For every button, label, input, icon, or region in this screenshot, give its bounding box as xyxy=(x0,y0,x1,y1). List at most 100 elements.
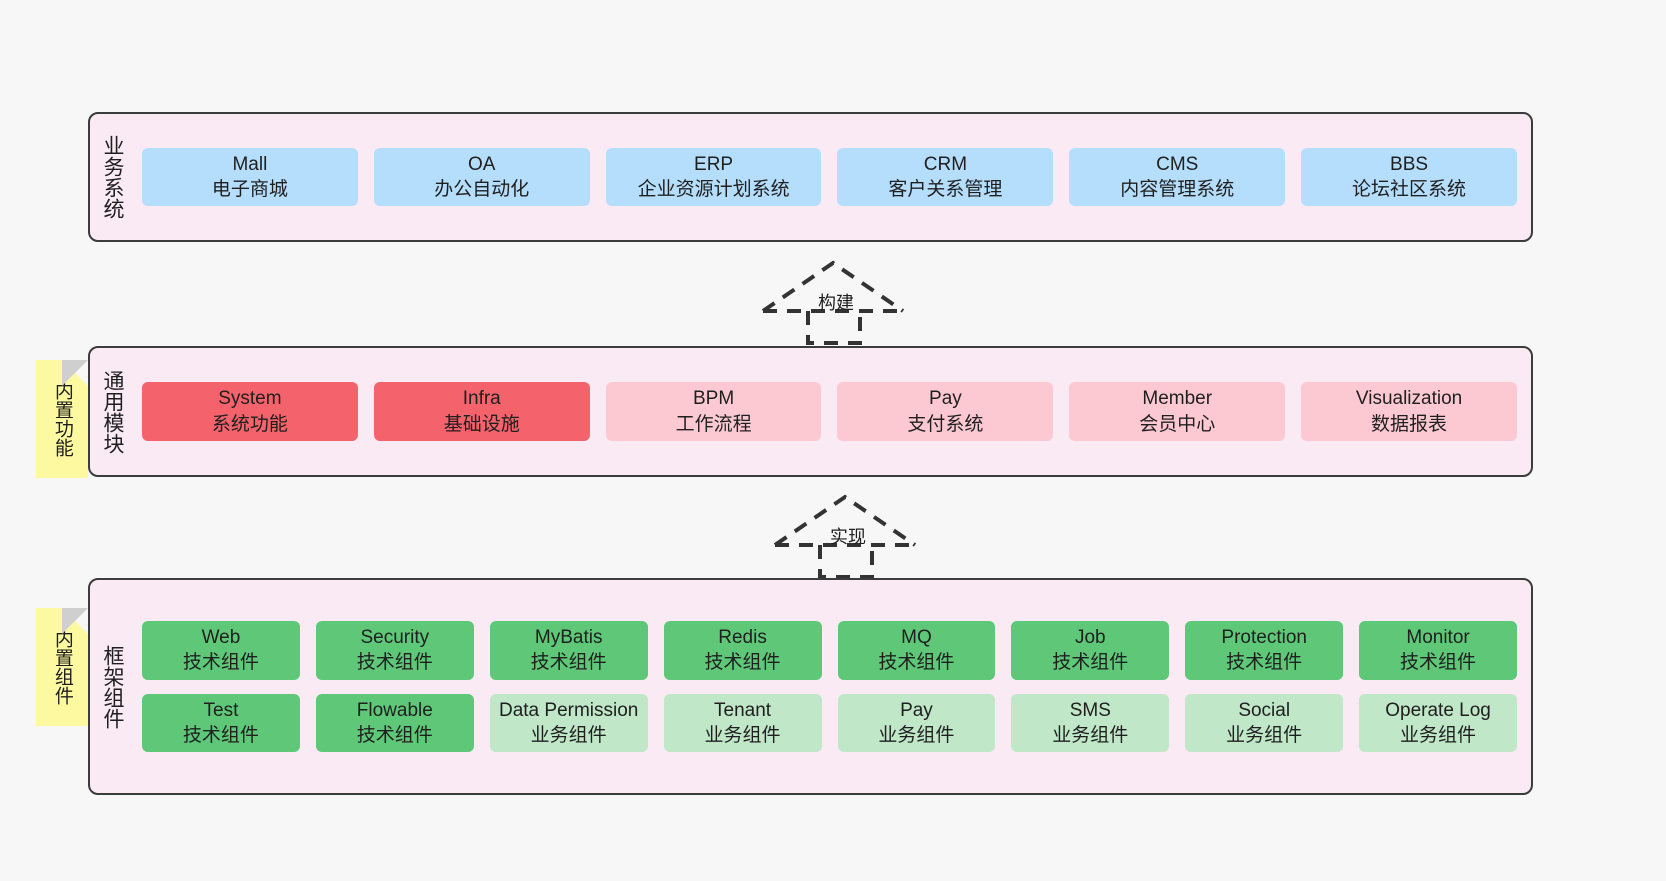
node-pay-component-cn: 业务组件 xyxy=(878,724,955,746)
node-sms-en: SMS xyxy=(1069,699,1111,721)
node-operate-log[interactable]: Operate Log 业务组件 xyxy=(1359,693,1517,752)
node-protection-cn: 技术组件 xyxy=(1226,652,1303,674)
node-security-en: Security xyxy=(360,627,430,649)
node-system-en: System xyxy=(218,388,282,410)
node-tenant-en: Tenant xyxy=(714,699,772,721)
layer-common-module-body: System 系统功能 Infra 基础设施 BPM 工作流程 Pay 支付系统… xyxy=(134,348,1531,475)
node-sms[interactable]: SMS 业务组件 xyxy=(1011,693,1170,752)
node-cms[interactable]: CMS 内容管理系统 xyxy=(1069,147,1286,207)
node-operate-log-cn: 业务组件 xyxy=(1400,724,1477,746)
node-security[interactable]: Security 技术组件 xyxy=(315,621,474,680)
node-mybatis-en: MyBatis xyxy=(534,627,603,649)
node-member-cn: 会员中心 xyxy=(1139,413,1216,435)
node-bbs-cn: 论坛社区系统 xyxy=(1352,179,1467,200)
node-pay-component-en: Pay xyxy=(900,699,933,721)
node-oa-en: OA xyxy=(468,153,496,175)
note-built-in-components-label: 内置组件 xyxy=(51,629,73,705)
node-erp[interactable]: ERP 企业资源计划系统 xyxy=(605,147,822,207)
layer-common-module: 通用模块 System 系统功能 Infra 基础设施 BPM 工作流程 Pay… xyxy=(88,346,1533,477)
node-pay-component[interactable]: Pay 业务组件 xyxy=(837,693,996,752)
node-visualization-cn: 数据报表 xyxy=(1371,413,1448,435)
node-protection[interactable]: Protection 技术组件 xyxy=(1185,621,1344,680)
node-mybatis-cn: 技术组件 xyxy=(530,652,607,674)
node-erp-cn: 企业资源计划系统 xyxy=(637,179,790,200)
node-oa-cn: 办公自动化 xyxy=(434,179,530,200)
node-social-en: Social xyxy=(1238,699,1291,721)
node-redis-en: Redis xyxy=(718,627,767,649)
node-visualization[interactable]: Visualization 数据报表 xyxy=(1301,382,1517,441)
node-bbs-en: BBS xyxy=(1390,153,1429,175)
node-pay-module[interactable]: Pay 支付系统 xyxy=(837,382,1054,441)
node-system[interactable]: System 系统功能 xyxy=(142,382,358,441)
node-social[interactable]: Social 业务组件 xyxy=(1185,693,1344,752)
note-built-in-features-label: 内置功能 xyxy=(51,381,73,457)
node-bpm-cn: 工作流程 xyxy=(675,413,752,435)
node-infra-en: Infra xyxy=(462,388,501,410)
node-test-en: Test xyxy=(203,699,239,721)
node-web-en: Web xyxy=(201,627,241,649)
node-data-permission-en: Data Permission xyxy=(498,699,639,721)
node-test[interactable]: Test 技术组件 xyxy=(142,693,300,752)
node-web-cn: 技术组件 xyxy=(182,652,259,674)
node-monitor-en: Monitor xyxy=(1406,627,1470,649)
node-member[interactable]: Member 会员中心 xyxy=(1069,382,1286,441)
node-infra[interactable]: Infra 基础设施 xyxy=(373,382,590,441)
node-job[interactable]: Job 技术组件 xyxy=(1011,621,1170,680)
node-bbs[interactable]: BBS 论坛社区系统 xyxy=(1301,147,1517,207)
connector-implement: 实现 xyxy=(772,492,922,580)
node-data-permission[interactable]: Data Permission 业务组件 xyxy=(489,693,648,752)
node-member-en: Member xyxy=(1142,388,1213,410)
node-mq-cn: 技术组件 xyxy=(878,652,955,674)
node-tenant[interactable]: Tenant 业务组件 xyxy=(663,693,822,752)
node-pay-module-cn: 支付系统 xyxy=(907,413,984,435)
node-oa[interactable]: OA 办公自动化 xyxy=(373,147,590,207)
note-built-in-components: 内置组件 xyxy=(36,608,88,726)
node-job-cn: 技术组件 xyxy=(1052,652,1129,674)
layer-framework-component: 框架组件 Web 技术组件 Security 技术组件 MyBatis 技术组件… xyxy=(88,578,1533,795)
node-cms-cn: 内容管理系统 xyxy=(1120,179,1235,200)
node-tenant-cn: 业务组件 xyxy=(704,724,781,746)
node-web[interactable]: Web 技术组件 xyxy=(142,621,300,680)
node-flowable[interactable]: Flowable 技术组件 xyxy=(315,693,474,752)
layer-business-system-body: Mall 电子商城 OA 办公自动化 ERP 企业资源计划系统 CRM 客户关系… xyxy=(134,114,1531,240)
node-infra-cn: 基础设施 xyxy=(443,413,520,435)
node-pay-module-en: Pay xyxy=(929,388,962,410)
node-sms-cn: 业务组件 xyxy=(1052,724,1129,746)
node-monitor-cn: 技术组件 xyxy=(1400,652,1477,674)
connector-implement-label: 实现 xyxy=(830,527,866,547)
framework-row-tech: Web 技术组件 Security 技术组件 MyBatis 技术组件 Redi… xyxy=(142,621,1517,680)
node-mybatis[interactable]: MyBatis 技术组件 xyxy=(489,621,648,680)
connector-build: 构建 xyxy=(760,258,910,346)
connector-build-arrowhead xyxy=(761,260,905,313)
node-data-permission-cn: 业务组件 xyxy=(530,724,607,746)
layer-business-system-title: 业务系统 xyxy=(100,135,124,219)
node-protection-en: Protection xyxy=(1221,627,1307,649)
node-operate-log-en: Operate Log xyxy=(1385,699,1491,721)
node-erp-en: ERP xyxy=(694,153,734,175)
node-bpm-en: BPM xyxy=(692,388,735,410)
connector-implement-arrowhead xyxy=(773,494,917,547)
node-redis[interactable]: Redis 技术组件 xyxy=(663,621,822,680)
connector-implement-shaft xyxy=(818,545,874,579)
node-mall[interactable]: Mall 电子商城 xyxy=(142,147,358,207)
node-crm-en: CRM xyxy=(923,153,968,175)
node-crm-cn: 客户关系管理 xyxy=(888,179,1003,200)
framework-row-business: Test 技术组件 Flowable 技术组件 Data Permission … xyxy=(142,693,1517,752)
node-visualization-en: Visualization xyxy=(1355,388,1463,410)
node-mall-en: Mall xyxy=(232,153,268,175)
node-bpm[interactable]: BPM 工作流程 xyxy=(605,382,822,441)
node-flowable-en: Flowable xyxy=(356,699,433,721)
node-job-en: Job xyxy=(1074,627,1106,649)
node-mall-cn: 电子商城 xyxy=(211,179,288,200)
node-redis-cn: 技术组件 xyxy=(704,652,781,674)
node-monitor[interactable]: Monitor 技术组件 xyxy=(1359,621,1517,680)
layer-framework-component-body: Web 技术组件 Security 技术组件 MyBatis 技术组件 Redi… xyxy=(134,580,1531,793)
connector-build-label: 构建 xyxy=(818,293,854,313)
connector-build-shaft xyxy=(806,311,862,345)
node-crm[interactable]: CRM 客户关系管理 xyxy=(837,147,1054,207)
node-mq[interactable]: MQ 技术组件 xyxy=(837,621,996,680)
node-security-cn: 技术组件 xyxy=(356,652,433,674)
layer-framework-component-title: 框架组件 xyxy=(100,644,124,729)
node-system-cn: 系统功能 xyxy=(211,413,288,435)
node-mq-en: MQ xyxy=(901,627,932,649)
